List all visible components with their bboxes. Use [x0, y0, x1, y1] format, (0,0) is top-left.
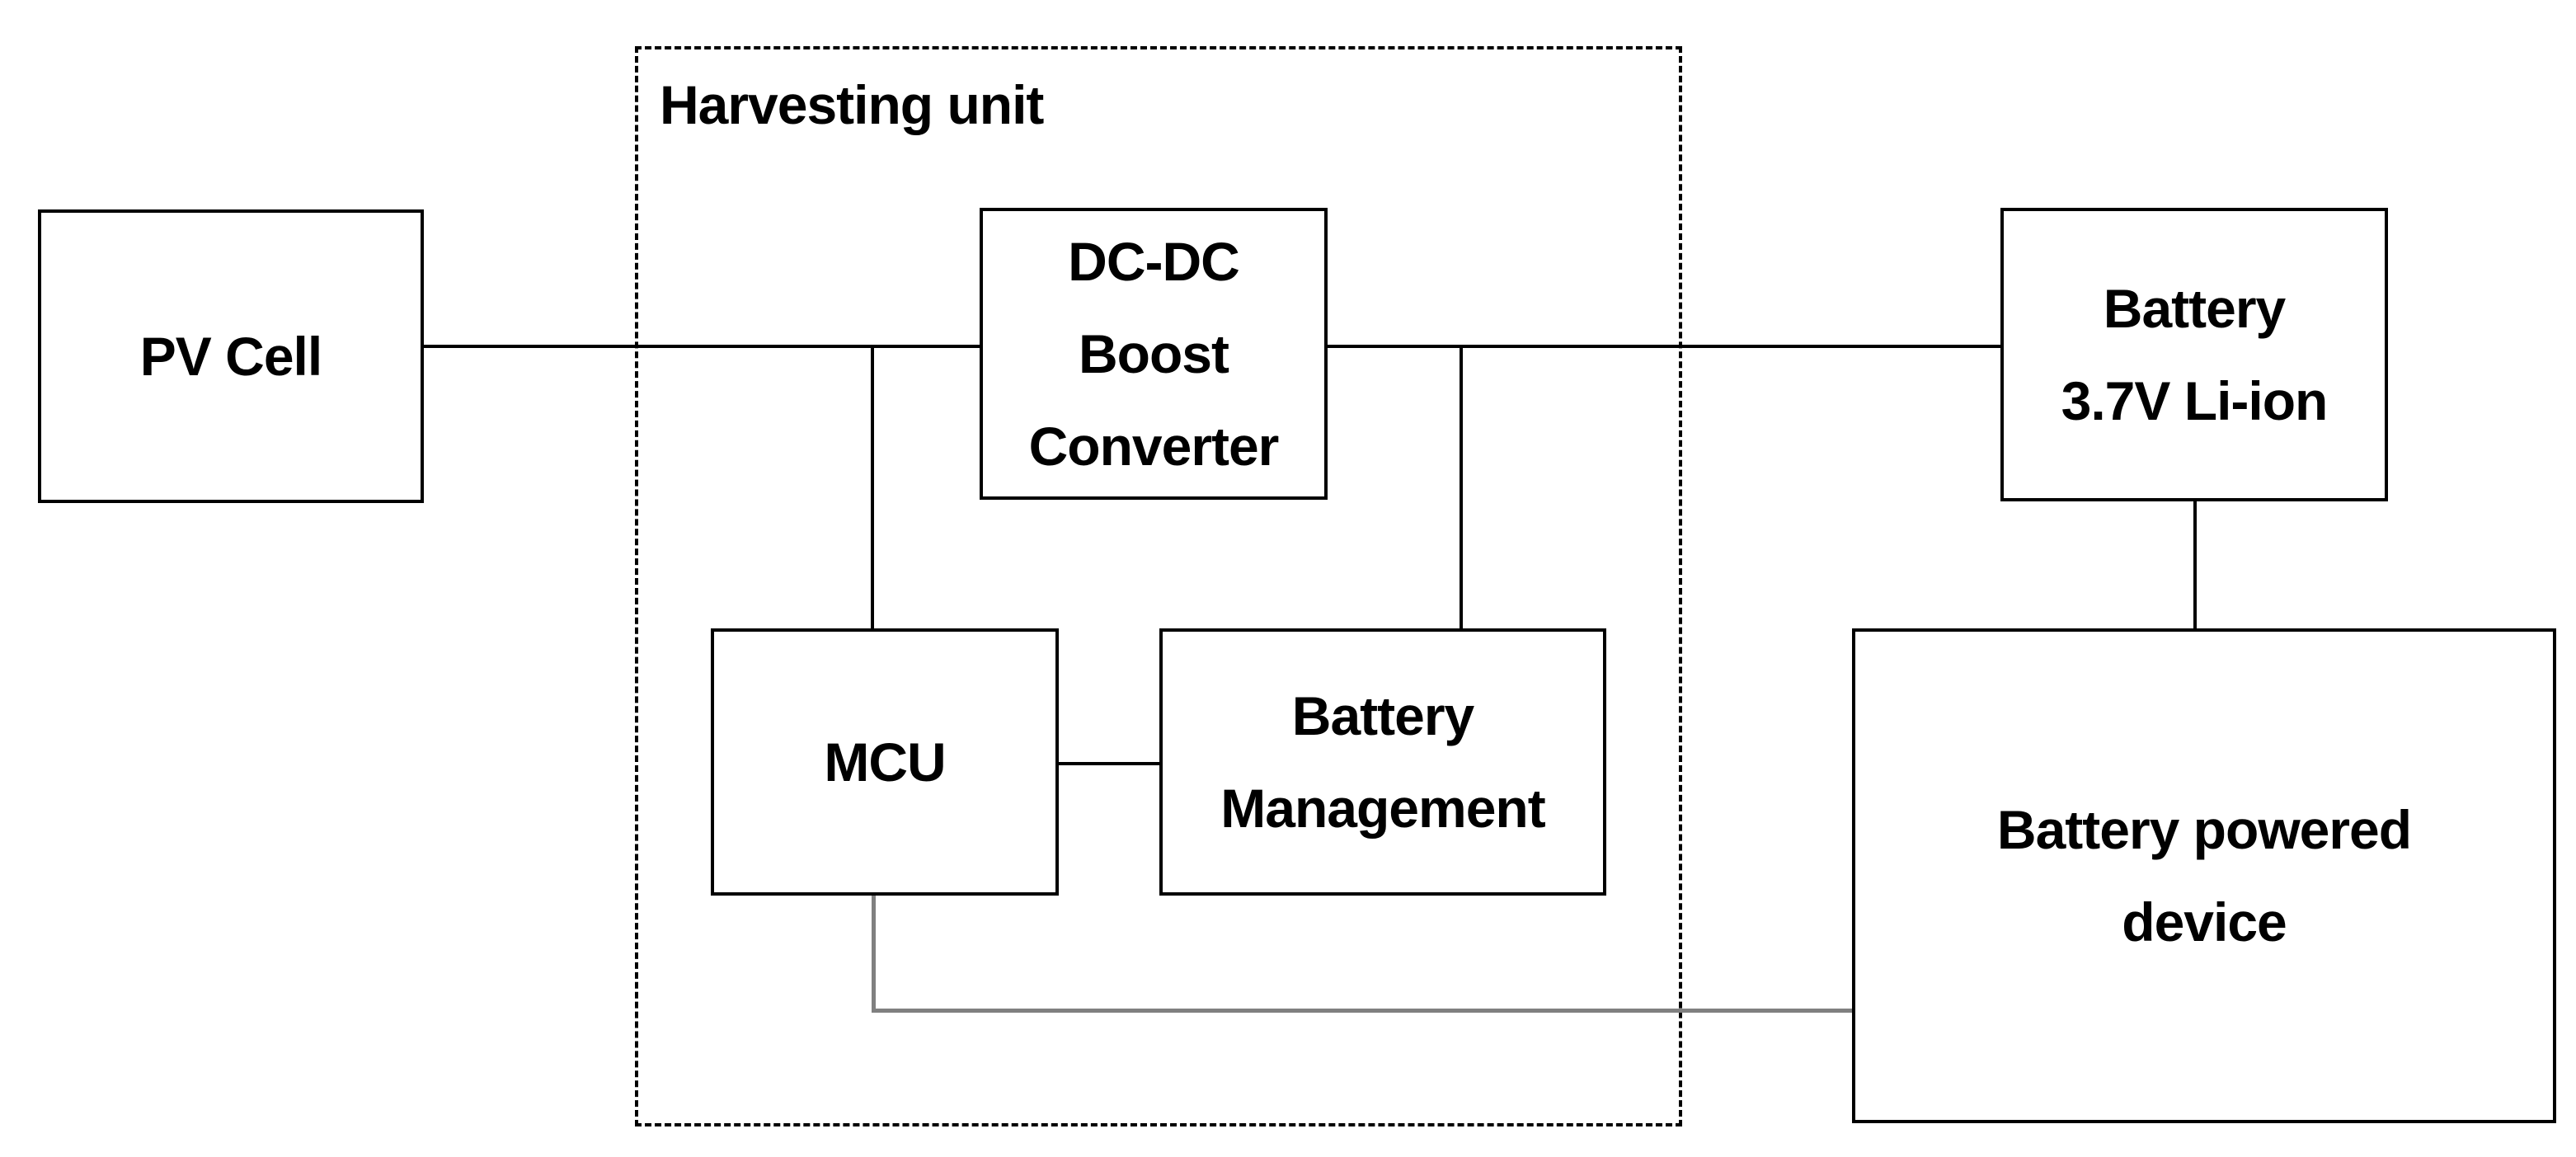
- pv-cell-box: PV Cell: [38, 209, 424, 503]
- wire-junction-to-mcu: [871, 345, 874, 628]
- wire-mcu-control-to-device: [872, 1009, 1852, 1013]
- battery-management-label-line2: Management: [1220, 778, 1545, 839]
- harvesting-unit-label: Harvesting unit: [660, 74, 1044, 135]
- wire-pvcell-to-dcdc: [424, 345, 980, 348]
- dcdc-boost-converter-box: DC-DC Boost Converter: [980, 208, 1328, 500]
- wire-mcu-to-battery-management: [1059, 762, 1159, 765]
- mcu-label: MCU: [824, 731, 946, 792]
- battery-box: Battery 3.7V Li-ion: [2000, 208, 2388, 501]
- battery-management-box: Battery Management: [1159, 628, 1606, 896]
- battery-powered-device-label-line1: Battery powered: [1996, 799, 2412, 860]
- wire-mcu-control-vertical: [872, 896, 876, 1013]
- battery-powered-device-label-line2: device: [2122, 891, 2287, 952]
- battery-label-line2: 3.7V Li-ion: [2061, 370, 2329, 431]
- wire-battery-to-device: [2193, 501, 2197, 628]
- dcdc-label-line3: Converter: [1028, 416, 1280, 477]
- wire-dcdc-to-battery: [1328, 345, 2000, 348]
- battery-label-line1: Battery: [2103, 278, 2286, 339]
- wire-junction-to-battery-management: [1460, 345, 1463, 628]
- dcdc-label-line2: Boost: [1079, 323, 1229, 384]
- harvesting-unit-container: [635, 46, 1682, 1126]
- mcu-box: MCU: [711, 628, 1059, 896]
- battery-management-label-line1: Battery: [1291, 685, 1474, 746]
- pv-cell-label: PV Cell: [139, 326, 322, 387]
- battery-powered-device-box: Battery powered device: [1852, 628, 2556, 1123]
- dcdc-label-line1: DC-DC: [1068, 231, 1240, 292]
